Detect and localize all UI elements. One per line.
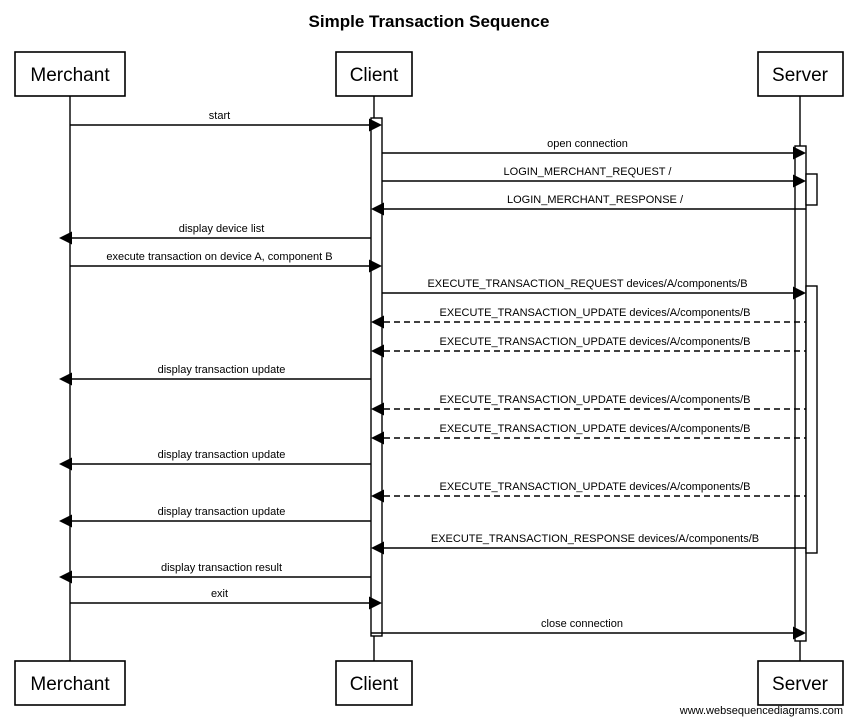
activation-bar-client-main	[370, 117, 383, 637]
message-13-client-to-merchant[interactable]: display transaction update	[59, 449, 371, 471]
message-11-server-to-client[interactable]: EXECUTE_TRANSACTION_UPDATE devices/A/com…	[371, 394, 806, 416]
message-label: display transaction update	[158, 449, 286, 461]
message-label: EXECUTE_TRANSACTION_UPDATE devices/A/com…	[440, 423, 751, 435]
actor-label-client: Client	[350, 65, 399, 86]
arrow-head-left	[371, 315, 384, 329]
arrow-head-left	[371, 541, 384, 555]
actor-label-client: Client	[350, 674, 399, 695]
activation-bar-server-transaction	[805, 285, 818, 554]
actor-boxes-top: Merchant Client Server	[14, 51, 844, 97]
activation-bars-group	[370, 117, 818, 642]
actor-label-merchant: Merchant	[30, 674, 110, 695]
arrow-head-left	[59, 372, 72, 386]
message-15-client-to-merchant[interactable]: display transaction update	[59, 506, 371, 528]
messages-group: start open connectionLOGIN_MERCHANT_REQUE…	[59, 110, 806, 640]
message-label: exit	[211, 588, 228, 600]
message-3-client-to-server[interactable]: LOGIN_MERCHANT_REQUEST /	[382, 166, 806, 188]
arrow-head-left	[59, 457, 72, 471]
arrow-head-left	[371, 202, 384, 216]
message-label: EXECUTE_TRANSACTION_UPDATE devices/A/com…	[440, 394, 751, 406]
message-label: display device list	[179, 223, 265, 235]
message-label: EXECUTE_TRANSACTION_REQUEST devices/A/co…	[427, 278, 747, 290]
footer-watermark: www.websequencediagrams.com	[679, 705, 843, 717]
message-10-client-to-merchant[interactable]: display transaction update	[59, 364, 371, 386]
actor-boxes-bottom: Merchant Client Server	[14, 660, 844, 706]
arrow-head-left	[59, 570, 72, 584]
message-label: close connection	[541, 618, 623, 630]
message-label: start	[209, 110, 230, 122]
actor-box-server-bottom[interactable]	[757, 660, 844, 706]
footer-group: www.websequencediagrams.com	[679, 705, 843, 717]
arrow-head-left	[371, 402, 384, 416]
arrow-head-left	[371, 489, 384, 503]
arrow-head-left	[371, 344, 384, 358]
message-label: EXECUTE_TRANSACTION_RESPONSE devices/A/c…	[431, 533, 759, 545]
arrow-head-right	[793, 626, 806, 640]
diagram-title-group: Simple Transaction Sequence	[309, 12, 550, 31]
message-14-server-to-client[interactable]: EXECUTE_TRANSACTION_UPDATE devices/A/com…	[371, 481, 806, 503]
message-1-merchant-to-client[interactable]: start	[70, 110, 382, 132]
actor-box-merchant-bottom[interactable]	[14, 660, 126, 706]
message-19-client-to-server[interactable]: close connection	[371, 618, 806, 640]
arrow-head-right	[369, 118, 382, 132]
activation-bar-server-login	[805, 173, 818, 206]
actor-box-client-top[interactable]	[335, 51, 413, 97]
message-7-client-to-server[interactable]: EXECUTE_TRANSACTION_REQUEST devices/A/co…	[382, 278, 806, 300]
message-6-merchant-to-client[interactable]: execute transaction on device A, compone…	[70, 251, 382, 273]
message-8-server-to-client[interactable]: EXECUTE_TRANSACTION_UPDATE devices/A/com…	[371, 307, 806, 329]
message-label: EXECUTE_TRANSACTION_UPDATE devices/A/com…	[440, 481, 751, 493]
arrow-head-right	[793, 174, 806, 188]
message-label: LOGIN_MERCHANT_REQUEST /	[504, 166, 673, 178]
arrow-head-right	[793, 146, 806, 160]
message-5-client-to-merchant[interactable]: display device list	[59, 223, 371, 245]
message-9-server-to-client[interactable]: EXECUTE_TRANSACTION_UPDATE devices/A/com…	[371, 336, 806, 358]
message-label: LOGIN_MERCHANT_RESPONSE /	[507, 194, 684, 206]
message-18-merchant-to-client[interactable]: exit	[70, 588, 382, 610]
message-16-server-to-client[interactable]: EXECUTE_TRANSACTION_RESPONSE devices/A/c…	[371, 533, 806, 555]
actor-label-server: Server	[772, 65, 829, 86]
actor-box-merchant-top[interactable]	[14, 51, 126, 97]
message-12-server-to-client[interactable]: EXECUTE_TRANSACTION_UPDATE devices/A/com…	[371, 423, 806, 445]
actor-box-client-bottom[interactable]	[335, 660, 413, 706]
message-4-server-to-client[interactable]: LOGIN_MERCHANT_RESPONSE /	[371, 194, 806, 216]
actor-label-merchant: Merchant	[30, 65, 110, 86]
message-label: execute transaction on device A, compone…	[106, 251, 332, 263]
arrow-head-right	[793, 286, 806, 300]
message-label: display transaction update	[158, 364, 286, 376]
arrow-head-right	[369, 596, 382, 610]
message-label: display transaction result	[161, 562, 282, 574]
message-label: EXECUTE_TRANSACTION_UPDATE devices/A/com…	[440, 336, 751, 348]
arrow-head-right	[369, 259, 382, 273]
message-2-client-to-server[interactable]: open connection	[382, 138, 806, 160]
activation-bar-server-connection	[794, 145, 807, 642]
actor-label-server: Server	[772, 674, 829, 695]
message-label: display transaction update	[158, 506, 286, 518]
page-title: Simple Transaction Sequence	[309, 12, 550, 31]
message-label: EXECUTE_TRANSACTION_UPDATE devices/A/com…	[440, 307, 751, 319]
message-label: open connection	[547, 138, 628, 150]
arrow-head-left	[59, 514, 72, 528]
arrow-head-left	[59, 231, 72, 245]
message-17-client-to-merchant[interactable]: display transaction result	[59, 562, 371, 584]
arrow-head-left	[371, 431, 384, 445]
